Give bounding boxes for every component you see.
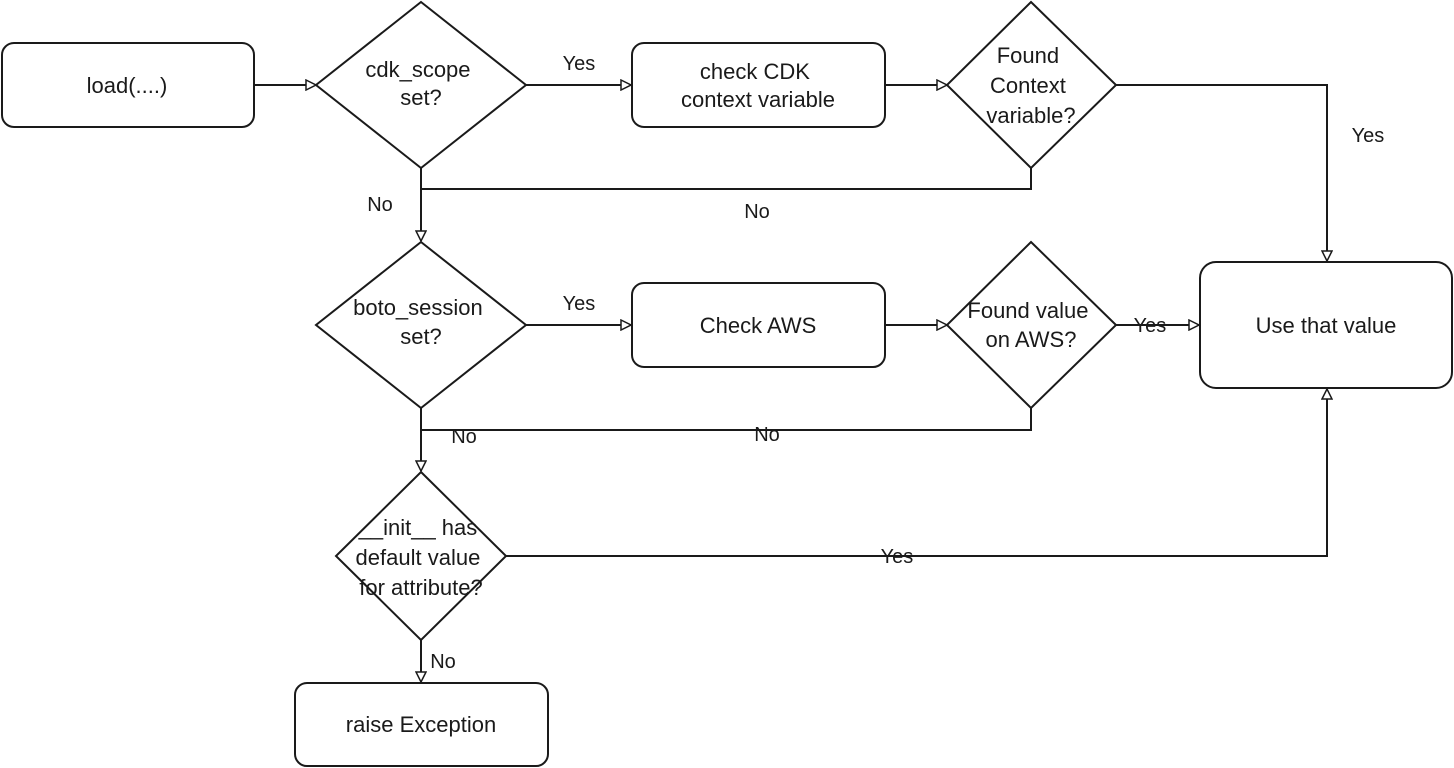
node-check-cdk-line: context variable: [681, 87, 835, 112]
node-found-context-line: Context: [990, 73, 1066, 98]
node-raise-exception-line: raise Exception: [346, 712, 496, 737]
node-check-aws-line: Check AWS: [700, 313, 817, 338]
node-check-cdk-label: check CDK context variable: [681, 59, 835, 112]
node-found-aws-label: Found value on AWS?: [967, 298, 1094, 352]
node-cdk-scope-label: cdk_scope set?: [365, 57, 476, 110]
node-cdk-scope-line: set?: [400, 85, 442, 110]
node-check-cdk: [631, 42, 886, 128]
node-use-value-label: Use that value: [1256, 313, 1397, 338]
edge-label-cdk-scope-no: No: [367, 194, 393, 216]
edges: [254, 85, 1327, 682]
edge-label-boto-session-no: No: [451, 426, 477, 448]
edge-found-context-yes: [1116, 84, 1327, 261]
node-check-cdk-line: check CDK: [700, 59, 810, 84]
edge-found-aws-no: [421, 408, 1032, 431]
node-found-context-decision: [945, 0, 1118, 170]
node-init-default-line: __init__ has: [358, 515, 478, 540]
edge-label-init-default-yes: Yes: [881, 546, 914, 568]
edge-labels: Yes Yes No No Yes Yes No No Yes No: [367, 53, 1384, 673]
edge-init-default-yes: [506, 389, 1327, 557]
node-check-aws-label: Check AWS: [700, 313, 817, 338]
node-cdk-scope-decision: [314, 0, 528, 170]
edge-label-found-context-yes: Yes: [1352, 125, 1385, 147]
edge-found-context-no: [421, 168, 1032, 190]
node-init-default-label: __init__ has default value for attribute…: [356, 515, 487, 600]
node-use-value-line: Use that value: [1256, 313, 1397, 338]
node-boto-session-line: boto_session: [353, 295, 483, 320]
node-found-context-line: variable?: [986, 103, 1075, 128]
node-raise-exception: [294, 682, 549, 767]
node-found-aws-line: on AWS?: [986, 327, 1077, 352]
edge-label-found-aws-no: No: [754, 424, 780, 446]
edge-label-cdk-scope-yes: Yes: [563, 53, 596, 75]
node-raise-exception-label: raise Exception: [346, 712, 496, 737]
node-load: [1, 42, 255, 128]
edge-label-found-context-no: No: [744, 201, 770, 223]
node-boto-session-label: boto_session set?: [353, 295, 489, 349]
node-load-label: load(....): [87, 73, 168, 98]
edge-label-init-default-no: No: [430, 651, 456, 673]
node-boto-session-line: set?: [400, 324, 442, 349]
node-cdk-scope-line: cdk_scope: [365, 57, 470, 82]
edge-label-boto-session-yes: Yes: [563, 293, 596, 315]
node-use-value: [1199, 261, 1453, 389]
edge-label-found-aws-yes: Yes: [1134, 315, 1167, 337]
node-check-aws: [631, 282, 886, 368]
node-init-default-decision: [334, 470, 508, 642]
node-texts: load(....) cdk_scope set? check CDK cont…: [87, 43, 1397, 737]
node-init-default-line: for attribute?: [359, 575, 483, 600]
node-init-default-line: default value: [356, 545, 481, 570]
node-found-aws-decision: [945, 240, 1118, 410]
node-boto-session-decision: [314, 240, 528, 410]
node-found-context-label: Found Context variable?: [986, 43, 1075, 128]
node-found-context-line: Found: [997, 43, 1059, 68]
node-found-aws-line: Found value: [967, 298, 1088, 323]
node-load-line: load(....): [87, 73, 168, 98]
